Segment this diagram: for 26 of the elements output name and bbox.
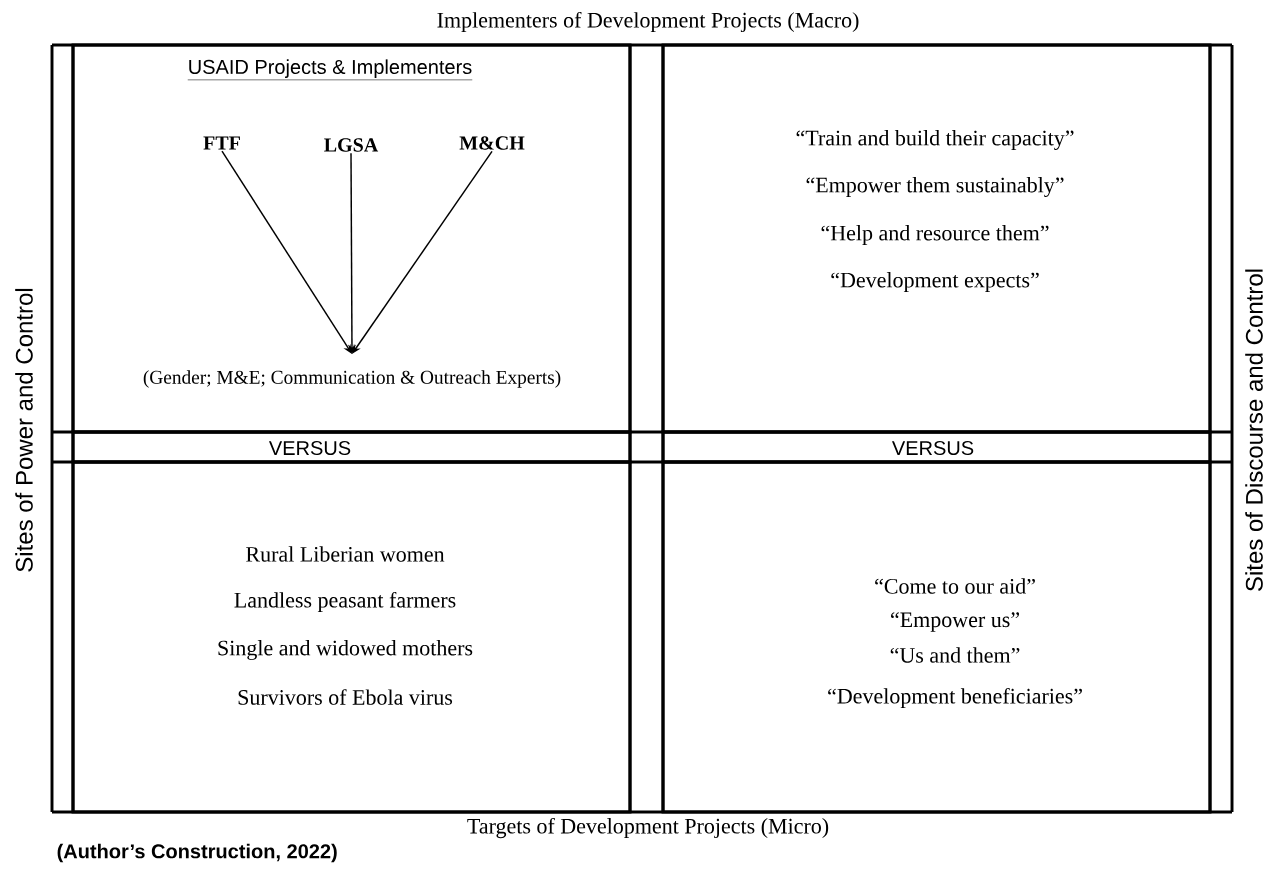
text-line: Rural Liberian women <box>246 546 445 562</box>
arrow <box>352 150 493 354</box>
node-text: LGSA <box>324 138 379 152</box>
text-line: Single and widowed mothers <box>218 640 473 660</box>
text-line: Landless peasant farmers <box>234 591 456 613</box>
caption: (Author’s Construction, 2022) <box>57 843 337 863</box>
node-text: FTF <box>203 136 240 150</box>
node-text: M&CH <box>459 136 525 150</box>
side-label: Sites of Discourse and Control <box>1245 269 1263 591</box>
text-line: “Train and build their capacity” <box>796 130 1074 150</box>
arrow <box>221 150 352 354</box>
title: Implementers of Development Projects (Macro) <box>437 11 859 33</box>
text-line: Survivors of Ebola virus <box>238 689 453 705</box>
text-line: “Development beneficiaries” <box>828 687 1082 709</box>
node-text: (Gender; M&E; Communication & Outreach Experts) <box>143 370 561 388</box>
band-label: VERSUS <box>891 440 974 456</box>
text-line: “Us and them” <box>890 647 1020 663</box>
band-label: VERSUS <box>268 440 351 456</box>
side-label: Targets of Development Projects (Micro) <box>467 817 829 839</box>
heading: USAID Projects & Implementers <box>187 59 473 81</box>
text-line: “Come to our aid” <box>875 578 1035 594</box>
text-line: “Development expects” <box>831 272 1039 292</box>
text-line: “Empower them sustainably” <box>806 177 1064 197</box>
side-label: Sites of Power and Control <box>15 288 33 572</box>
text-line: “Empower us” <box>891 612 1020 632</box>
text-line: “Help and resource them” <box>821 225 1049 245</box>
